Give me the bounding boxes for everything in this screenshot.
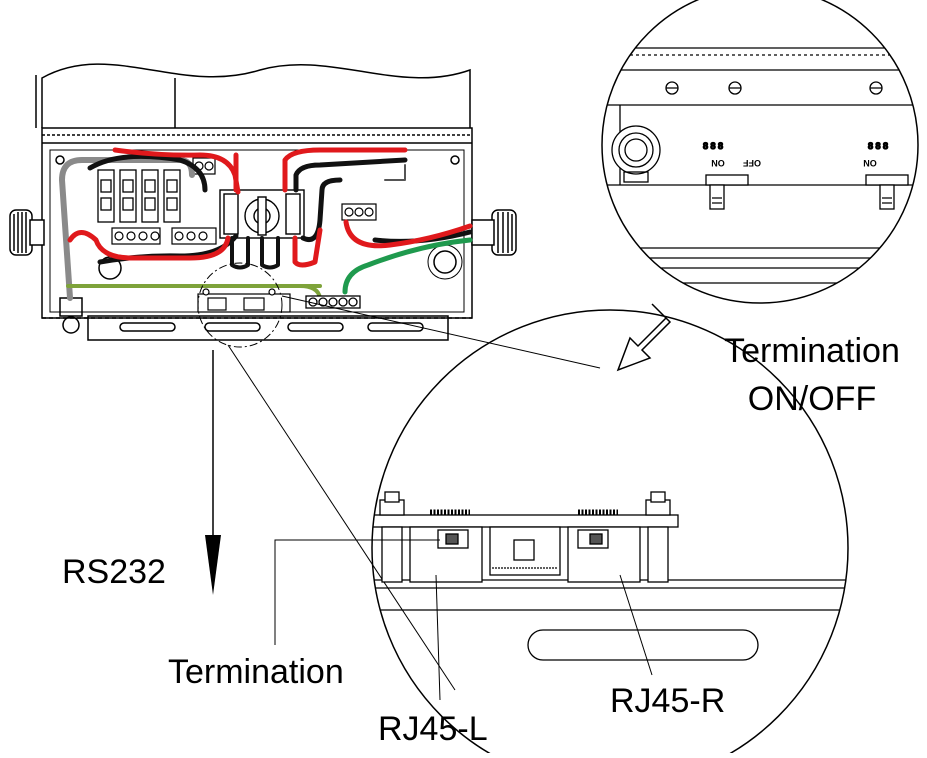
enclosure-lid — [41, 63, 471, 128]
label-rj45-l: RJ45-L — [378, 710, 488, 748]
termination-detail-circle: 8 8 8 8 8 8 ON OFF ON — [601, 0, 919, 304]
leader-lines — [227, 295, 601, 691]
black-wire — [87, 153, 208, 193]
disconnect-switch — [219, 189, 305, 239]
green-wire — [342, 237, 473, 295]
label-rs232: RS232 — [62, 553, 166, 591]
fuse-holders — [97, 169, 181, 223]
pin-marks-left: 8 8 8 — [703, 141, 723, 151]
rs232-arrow — [205, 350, 221, 595]
rs485-board — [197, 288, 291, 313]
detail-region-marker — [197, 262, 283, 348]
label-rj45-r: RJ45-R — [610, 682, 725, 720]
rj45-detail-circle — [371, 309, 849, 758]
switch-off: OFF — [743, 158, 761, 168]
left-cable-gland — [9, 209, 45, 256]
label-termination: Termination — [168, 653, 344, 691]
mounting-flange — [87, 315, 449, 341]
switch-on-right: ON — [863, 158, 877, 168]
pin-marks-right: 8 8 8 — [868, 141, 888, 151]
terminal-blocks — [111, 157, 377, 245]
label-termination-onoff-1: Termination — [724, 332, 900, 370]
red-wire — [67, 230, 231, 261]
label-termination-onoff-2: ON/OFF — [748, 380, 876, 418]
callout-leaders — [274, 539, 653, 701]
termination-arrow — [616, 303, 672, 372]
earth-terminal — [305, 295, 361, 309]
switch-on-left: ON — [711, 158, 725, 168]
right-cable-gland — [471, 209, 517, 256]
